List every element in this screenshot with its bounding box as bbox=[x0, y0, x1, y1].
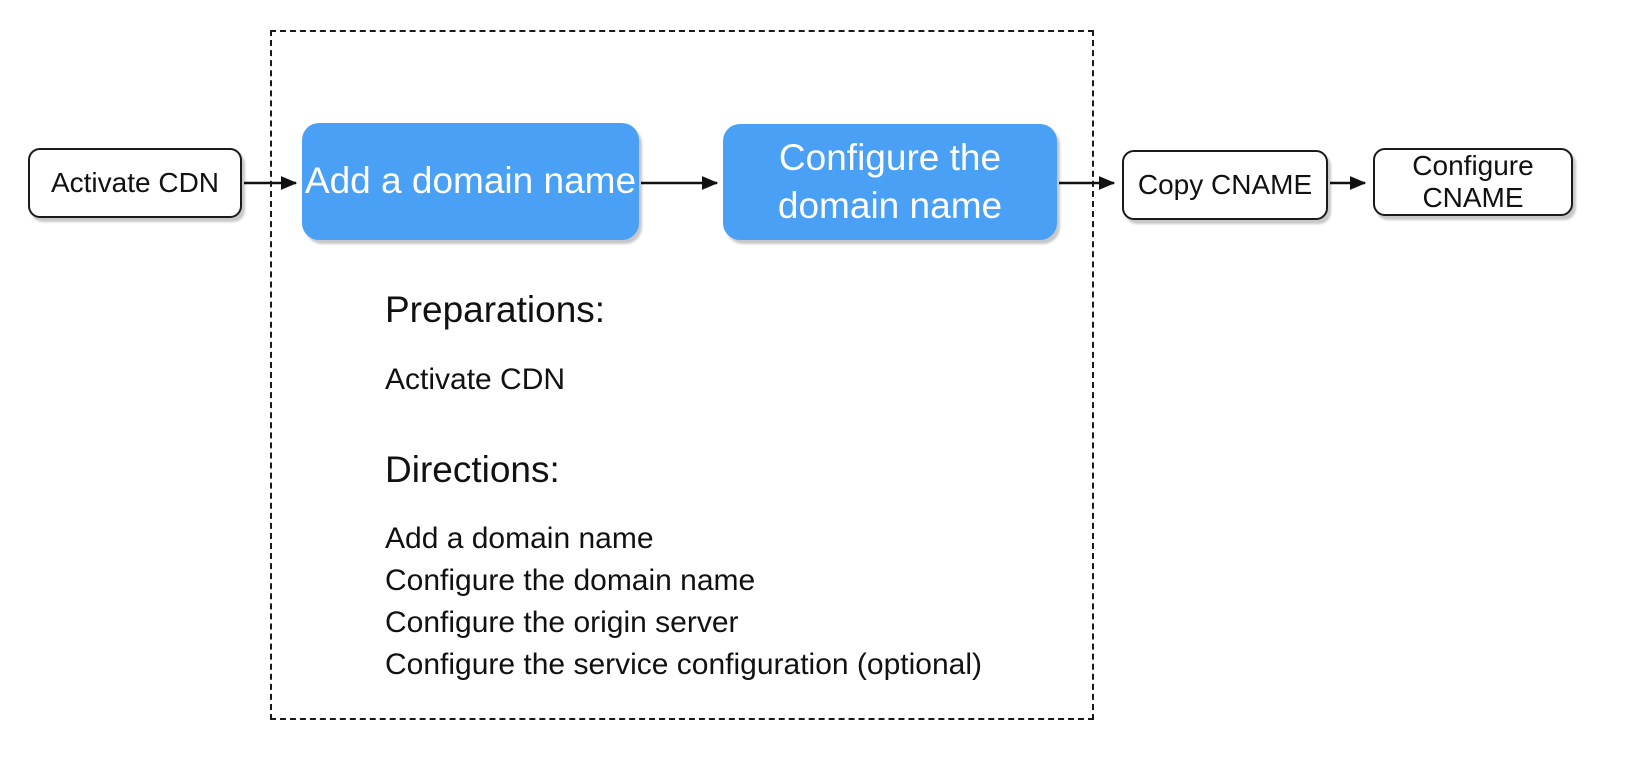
flow-node-label: Activate CDN bbox=[50, 166, 220, 198]
flow-node-label: Configure the domain name bbox=[777, 136, 1003, 226]
directions-heading: Directions: bbox=[385, 449, 560, 490]
flow-node-activate-cdn: Activate CDN bbox=[28, 148, 242, 218]
flow-node-configure-cname: Configure CNAME bbox=[1373, 148, 1573, 216]
directions-item: Configure the domain name bbox=[385, 564, 756, 597]
flow-node-label: Add a domain name bbox=[304, 160, 637, 202]
preparations-item: Activate CDN bbox=[385, 363, 566, 396]
flow-node-copy-cname: Copy CNAME bbox=[1122, 150, 1328, 220]
flow-node-add-domain-name: Add a domain name bbox=[302, 123, 639, 240]
directions-list: Add a domain name Configure the domain n… bbox=[385, 518, 982, 686]
flow-node-label: Configure CNAME bbox=[1412, 149, 1534, 213]
flow-node-configure-domain-name: Configure the domain name bbox=[723, 124, 1057, 240]
directions-item: Configure the origin server bbox=[385, 606, 739, 639]
flow-node-label: Copy CNAME bbox=[1137, 168, 1313, 200]
preparations-heading: Preparations: bbox=[385, 289, 606, 330]
directions-item: Add a domain name bbox=[385, 522, 654, 555]
dashed-group-container bbox=[270, 30, 1094, 720]
directions-item: Configure the service configuration (opt… bbox=[385, 648, 982, 681]
